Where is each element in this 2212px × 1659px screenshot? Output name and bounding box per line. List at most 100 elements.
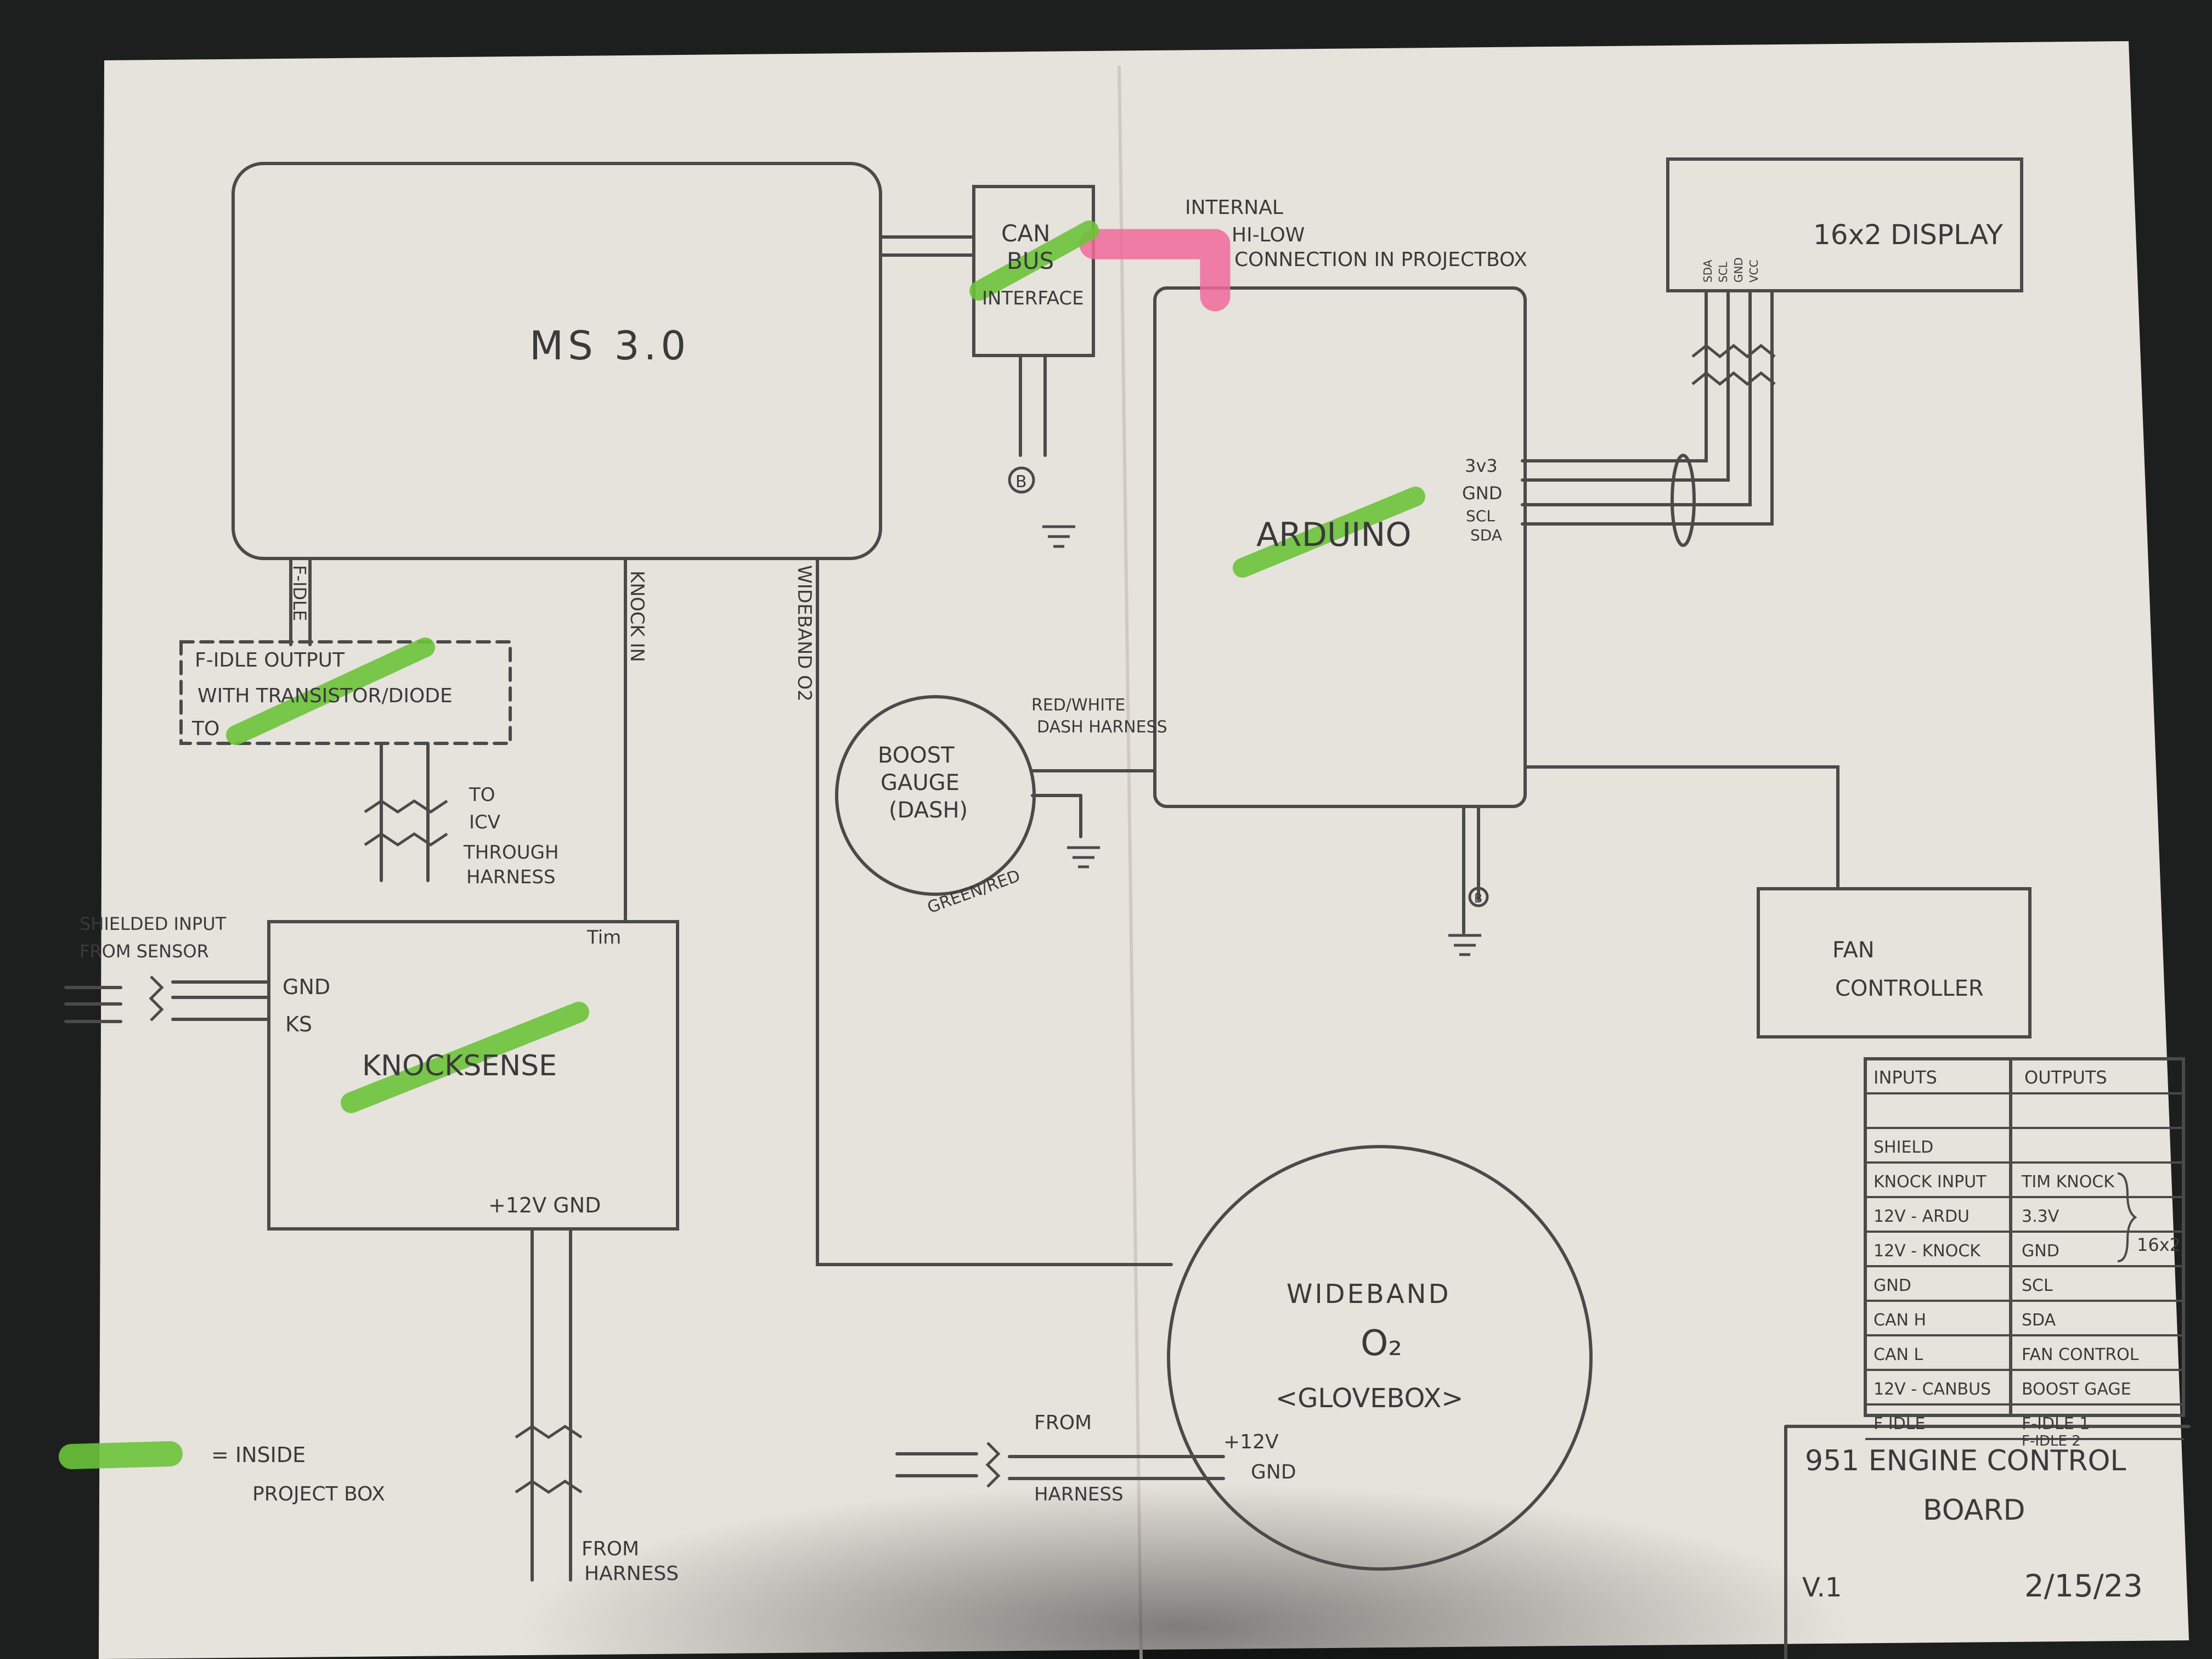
- title-line-1: 951 ENGINE CONTROL: [1805, 1444, 2126, 1477]
- shielded-text-2: FROM SENSOR: [80, 941, 209, 962]
- table-cell-output-extra: F-IDLE 2: [2022, 1433, 2081, 1449]
- table-cell-output: SCL: [2022, 1276, 2053, 1295]
- fidle-text-2: WITH TRANSISTOR/DIODE: [198, 685, 453, 707]
- table-brace: [2117, 1172, 2137, 1262]
- internal-note-1: INTERNAL: [1185, 196, 1283, 219]
- table-cell-input: KNOCK INPUT: [1874, 1172, 1987, 1192]
- can-label-3: INTERFACE: [982, 287, 1084, 309]
- hand-shadow: [99, 1207, 2183, 1659]
- io-table: INPUTS OUTPUTS SHIELD KNOCK INPUT TIM KNOCK 1…: [1874, 1067, 2181, 1449]
- wire-label-wideband: WIDEBAND O2: [793, 565, 815, 702]
- wideband-pin-gnd: GND: [1251, 1461, 1296, 1483]
- table-cell-output: TIM KNOCK: [2021, 1172, 2115, 1192]
- knocksense-label: KNOCKSENSE: [362, 1049, 557, 1082]
- fidle-box: [179, 640, 512, 745]
- ms3-box: [232, 162, 882, 560]
- table-cell-output: BOOST GAGE: [2022, 1380, 2131, 1399]
- legend-text-1: = INSIDE: [211, 1443, 306, 1467]
- knock-tim: Tim: [586, 927, 621, 949]
- table-cell-input: CAN H: [1874, 1311, 1926, 1330]
- knock-power: +12V GND: [488, 1193, 601, 1217]
- table-header-inputs: INPUTS: [1874, 1067, 1937, 1088]
- arduino-pin-gnd: GND: [1462, 483, 1502, 504]
- knocksense-box: [267, 920, 679, 1231]
- arduino-box: [1153, 286, 1527, 808]
- table-header-outputs: OUTPUTS: [2024, 1067, 2107, 1088]
- title-line-2: BOARD: [1923, 1494, 2025, 1527]
- wideband-o2-circle: [1167, 1145, 1593, 1571]
- wb-from-1: FROM: [1034, 1412, 1092, 1434]
- from-harness-2: HARNESS: [584, 1562, 679, 1585]
- display-label: 16x2 DISPLAY: [1813, 219, 2003, 251]
- legend-text-2: PROJECT BOX: [252, 1483, 385, 1505]
- internal-note-2: HI-LOW: [1232, 224, 1305, 246]
- table-cell-output: SDA: [2022, 1311, 2056, 1330]
- table-cell-output: GND: [2022, 1242, 2059, 1261]
- title-block-border: [1784, 1425, 2191, 1659]
- boost-label-2: GAUGE: [881, 770, 960, 795]
- table-cell-input: SHIELD: [1874, 1138, 1933, 1157]
- table-bracket-label: 16x2: [2137, 1234, 2181, 1255]
- table-cell-output: F-IDLE 1: [2022, 1414, 2090, 1434]
- arduino-label: ARDUINO: [1256, 516, 1412, 554]
- pink-highlight: [1079, 229, 1231, 312]
- ground-b-marker-can: [1008, 466, 1035, 494]
- display-pin-sda: SDA: [1701, 259, 1714, 283]
- arduino-pin-sda: SDA: [1470, 526, 1502, 544]
- red-white-1: RED/WHITE: [1031, 696, 1125, 715]
- boost-label-1: BOOST: [878, 743, 955, 768]
- fidle-to-1: TO: [469, 784, 495, 806]
- fan-controller-box: [1757, 887, 2032, 1039]
- wb-from-2: HARNESS: [1034, 1483, 1124, 1505]
- wideband-label-1: WIDEBAND: [1286, 1279, 1451, 1310]
- wideband-label-2: O₂: [1361, 1323, 1402, 1364]
- shielded-text-1: SHIELDED INPUT: [80, 913, 227, 934]
- boost-label-3: (DASH): [889, 798, 968, 823]
- wire-label-knock: KNOCK IN: [626, 571, 648, 662]
- display-box: [1666, 157, 2023, 292]
- can-box: [972, 185, 1095, 357]
- knock-pin-ks: KS: [285, 1012, 312, 1036]
- can-label-1: CAN: [1001, 220, 1050, 247]
- arduino-pin-3v3: 3v3: [1465, 455, 1498, 476]
- fidle-text-3: TO: [191, 718, 219, 740]
- fan-label-1: FAN: [1832, 938, 1875, 963]
- green-highlight-fidle: [226, 637, 435, 745]
- table-cell-output: FAN CONTROL: [2022, 1345, 2139, 1364]
- fidle-to-2: ICV: [469, 811, 500, 833]
- table-cell-input: 12V - KNOCK: [1874, 1242, 1981, 1261]
- ground-b-marker-arduino: [1468, 887, 1489, 907]
- wideband-label-3: <GLOVEBOX>: [1276, 1383, 1463, 1414]
- display-pin-scl: SCL: [1717, 261, 1730, 283]
- can-label-2: BUS: [1007, 247, 1054, 274]
- title-date: 2/15/23: [2024, 1568, 2143, 1604]
- fan-label-2: CONTROLLER: [1835, 976, 1984, 1001]
- ground-b-arduino: B: [1474, 892, 1482, 906]
- wire-label-fidle: F-IDLE: [289, 565, 310, 621]
- table-cell-input: GND: [1874, 1276, 1911, 1295]
- fidle-to-3: THROUGH: [463, 842, 559, 864]
- green-highlight-arduino: [1233, 487, 1425, 578]
- arduino-pin-scl: SCL: [1466, 507, 1495, 525]
- ms3-label: MS 3.0: [529, 323, 690, 369]
- green-legend-swatch: [59, 1441, 183, 1469]
- fidle-to-4: HARNESS: [466, 866, 556, 888]
- from-harness-1: FROM: [582, 1538, 639, 1560]
- table-cell-output: 3.3V: [2022, 1207, 2059, 1226]
- display-pin-vcc: VCC: [1747, 259, 1760, 283]
- wideband-pin-12v: +12V: [1223, 1431, 1279, 1453]
- red-white-2: DASH HARNESS: [1037, 718, 1167, 737]
- internal-note-3: CONNECTION IN PROJECTBOX: [1234, 249, 1527, 271]
- display-pin-gnd: GND: [1732, 257, 1745, 283]
- io-table-border: [1864, 1057, 2185, 1417]
- green-highlight-can: [969, 221, 1099, 301]
- table-cell-input: 12V - CANBUS: [1874, 1380, 1991, 1399]
- ground-b-can: B: [1015, 472, 1027, 492]
- table-cell-input: 12V - ARDU: [1874, 1207, 1970, 1226]
- fidle-text-1: F-IDLE OUTPUT: [195, 649, 345, 672]
- green-highlight-knock: [341, 1002, 589, 1113]
- title-version: V.1: [1802, 1572, 1842, 1603]
- knock-pin-gnd: GND: [283, 975, 330, 999]
